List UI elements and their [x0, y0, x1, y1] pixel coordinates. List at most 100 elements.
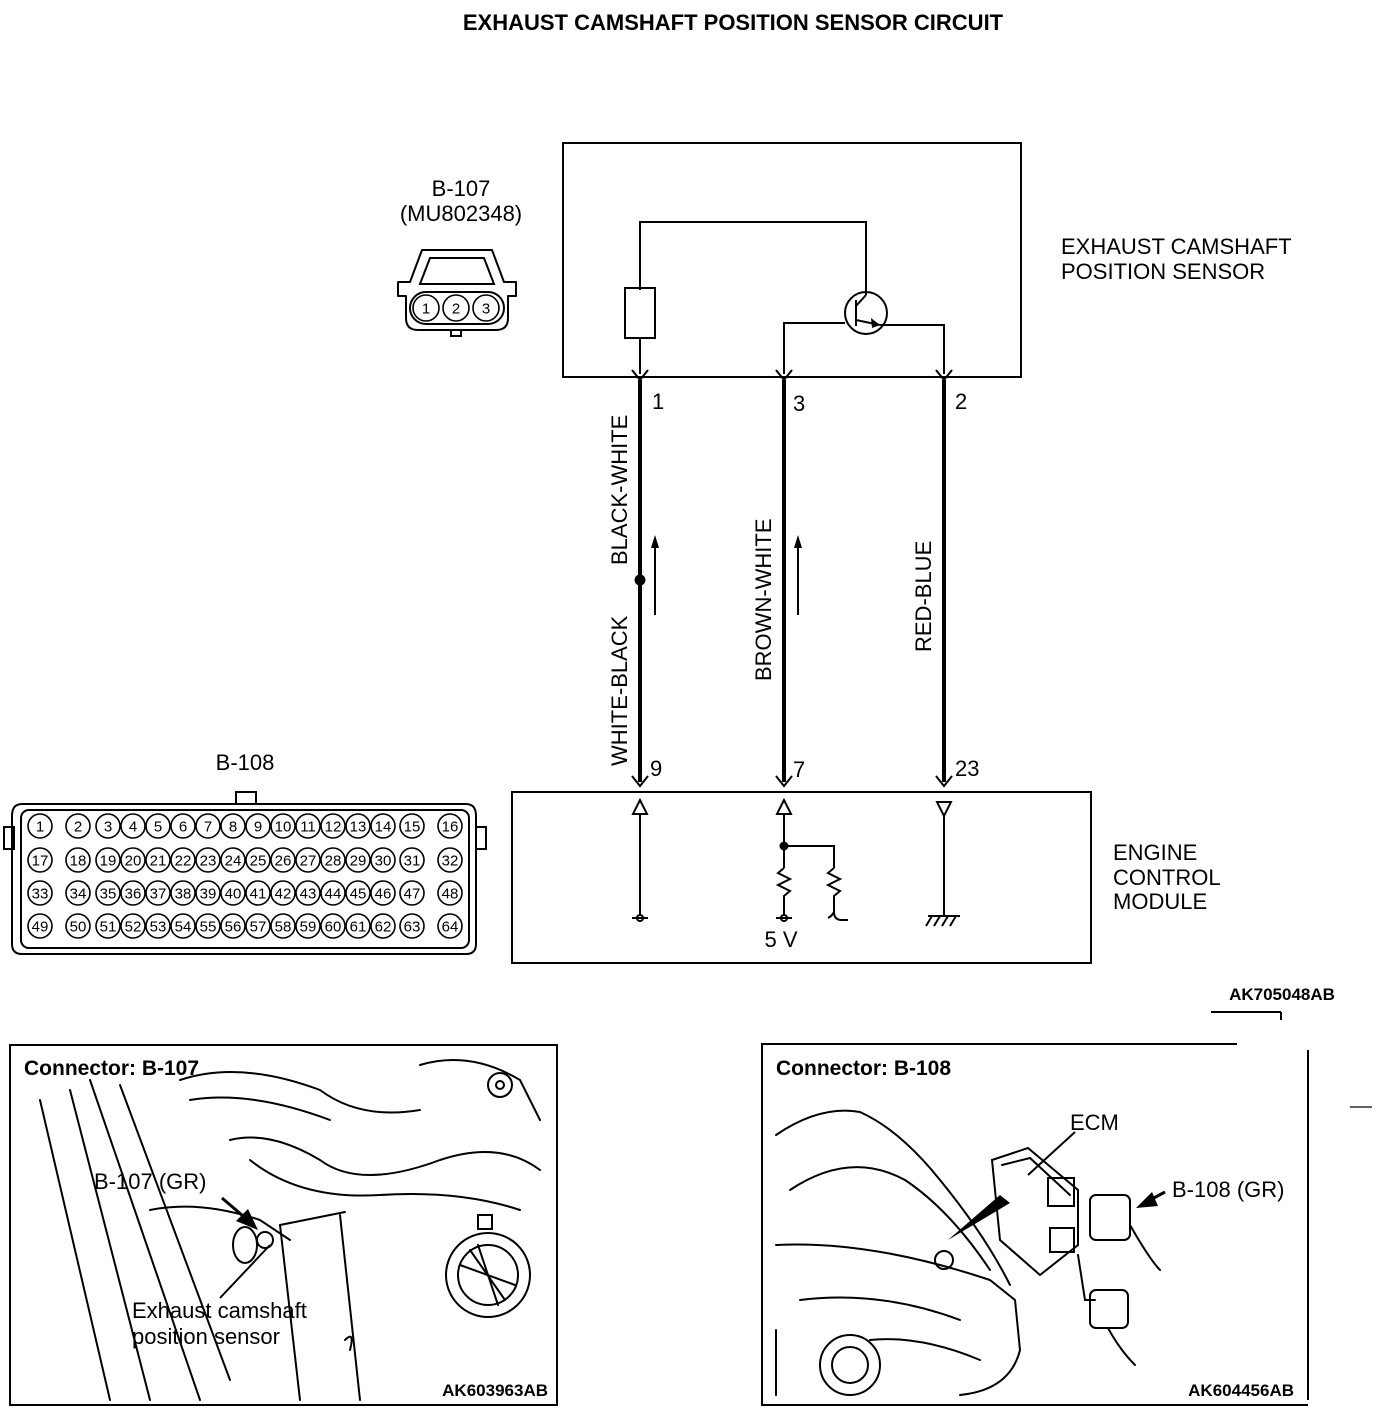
connector-pin-number: 31: [404, 853, 421, 870]
connector-pin-number: 18: [70, 853, 87, 870]
connector-pin: 37: [145, 880, 171, 906]
connector-pin-number: 50: [70, 919, 87, 936]
connector-pin: 20: [120, 847, 146, 873]
connector-pin-number: 25: [250, 853, 267, 870]
connector-pin: 43: [295, 880, 321, 906]
connector-pin-number: 11: [300, 819, 316, 836]
connector-pin: 38: [170, 880, 196, 906]
panel-left-caption-line1: Exhaust camshaft: [132, 1298, 307, 1323]
connector-pin-number: 43: [300, 886, 317, 903]
panel-right-figure-code: AK604456AB: [1188, 1381, 1294, 1400]
connector-pin: 63: [399, 913, 425, 939]
connector-pin-number: 58: [275, 919, 292, 936]
connector-pin-number: 6: [179, 819, 187, 836]
connector-pin: 46: [370, 880, 396, 906]
panel-left-caption-line2: position sensor: [132, 1324, 280, 1349]
ecm-pin-label: 9: [650, 756, 662, 781]
figure-code-top: AK705048AB: [1229, 985, 1335, 1004]
connector-pin-number: 10: [275, 819, 292, 836]
connector-pin: 22: [170, 847, 196, 873]
connector-pin: 35: [95, 880, 121, 906]
sensor-name-line1: EXHAUST CAMSHAFT: [1061, 234, 1292, 259]
signal-direction-arrow: [794, 535, 802, 615]
connector-pin-number: 52: [125, 919, 142, 936]
connector-pin: 1: [412, 294, 440, 322]
connector-pin-number: 27: [300, 853, 317, 870]
connector-pin: 27: [295, 847, 321, 873]
connector-pin-number: 37: [150, 886, 167, 903]
connector-pin: 39: [195, 880, 221, 906]
connector-pin: 12: [320, 813, 346, 839]
connector-pin-number: 20: [125, 853, 142, 870]
connector-pin-number: 30: [375, 853, 392, 870]
connector-pin-number: 13: [350, 819, 367, 836]
connector-pin-number: 26: [275, 853, 292, 870]
panel-left-heading: Connector: B-107: [24, 1057, 199, 1080]
connector-pin-number: 35: [100, 886, 117, 903]
connector-pin: 47: [399, 880, 425, 906]
wire-label-black-white: BLACK-WHITE: [607, 415, 632, 565]
connector-pin: 44: [320, 880, 346, 906]
connector-pin: 16: [437, 813, 463, 839]
ecm-name-line1: ENGINE: [1113, 840, 1197, 865]
connector-pin: 54: [170, 913, 196, 939]
connector-pin: 18: [65, 847, 91, 873]
connector-pin-number: 3: [104, 819, 112, 836]
connector-pin-number: 16: [442, 819, 459, 836]
connector-pin: 41: [245, 880, 271, 906]
sensor-name-line2: POSITION SENSOR: [1061, 259, 1265, 284]
connector-pin-number: 49: [32, 919, 49, 936]
connector-pin: 3: [472, 294, 500, 322]
connector-b107-face: [397, 249, 517, 337]
connector-pin: 15: [399, 813, 425, 839]
connector-pin: 14: [370, 813, 396, 839]
connector-pin-number: 23: [200, 853, 217, 870]
connector-pin-number: 21: [150, 853, 167, 870]
photo-panel-b108: [761, 1043, 1308, 1406]
connector-pin: 30: [370, 847, 396, 873]
connector-pin-number: 56: [225, 919, 242, 936]
connector-pin: 6: [170, 813, 196, 839]
wire-label-brown-white: BROWN-WHITE: [751, 518, 776, 681]
photo-panel-b107: [9, 1044, 558, 1406]
connector-pin: 11: [295, 813, 321, 839]
connector-pin-number: 45: [350, 886, 367, 903]
connector-pin: 36: [120, 880, 146, 906]
connector-b107-name: B-107: [432, 176, 491, 201]
connector-pin-number: 54: [175, 919, 192, 936]
connector-pin-number: 48: [442, 886, 459, 903]
connector-pin-number: 57: [250, 919, 267, 936]
panel-left-callout: B-107 (GR): [94, 1169, 206, 1194]
connector-pin-number: 34: [70, 886, 87, 903]
panel-right-heading: Connector: B-108: [776, 1057, 951, 1080]
connector-pin: 45: [345, 880, 371, 906]
connector-pin: 2: [442, 294, 470, 322]
connector-pin-number: 3: [482, 301, 490, 318]
connector-pin-number: 15: [404, 819, 421, 836]
connector-pin-number: 53: [150, 919, 167, 936]
connector-pin-number: 24: [225, 853, 242, 870]
connector-pin: 56: [220, 913, 246, 939]
connector-pin-number: 2: [452, 301, 460, 318]
connector-pin-number: 51: [100, 919, 117, 936]
connector-pin: 53: [145, 913, 171, 939]
ground-symbol: [925, 915, 960, 927]
ecm-name-line3: MODULE: [1113, 889, 1207, 914]
connector-pin-number: 44: [325, 886, 342, 903]
sensor-pin-label: 1: [652, 389, 664, 414]
connector-pin-number: 8: [229, 819, 237, 836]
panel-left-figure-code: AK603963AB: [442, 1381, 548, 1400]
connector-pin: 52: [120, 913, 146, 939]
connector-pin: 48: [437, 880, 463, 906]
connector-pin-number: 42: [275, 886, 292, 903]
wire-label-white-black: WHITE-BLACK: [607, 615, 632, 766]
ecm-pin-label: 7: [793, 757, 805, 782]
connector-pin-number: 28: [325, 853, 342, 870]
connector-pin: 29: [345, 847, 371, 873]
connector-pin: 57: [245, 913, 271, 939]
connector-pin: 33: [27, 880, 53, 906]
sensor-box: [562, 142, 1022, 382]
sensor-transistor: [844, 291, 888, 335]
